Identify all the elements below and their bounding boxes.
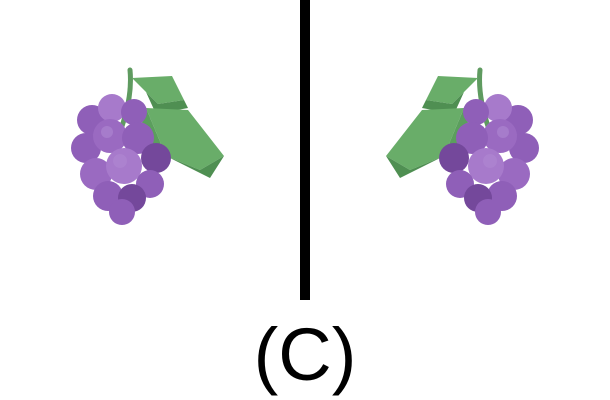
option-label: (C)	[253, 313, 357, 396]
panel-divider	[300, 0, 310, 300]
right-image-panel	[310, 0, 610, 300]
grape-bunch-icon	[71, 67, 224, 225]
mirrored-grape-bunch-icon	[386, 67, 539, 225]
left-image-panel	[0, 0, 300, 300]
